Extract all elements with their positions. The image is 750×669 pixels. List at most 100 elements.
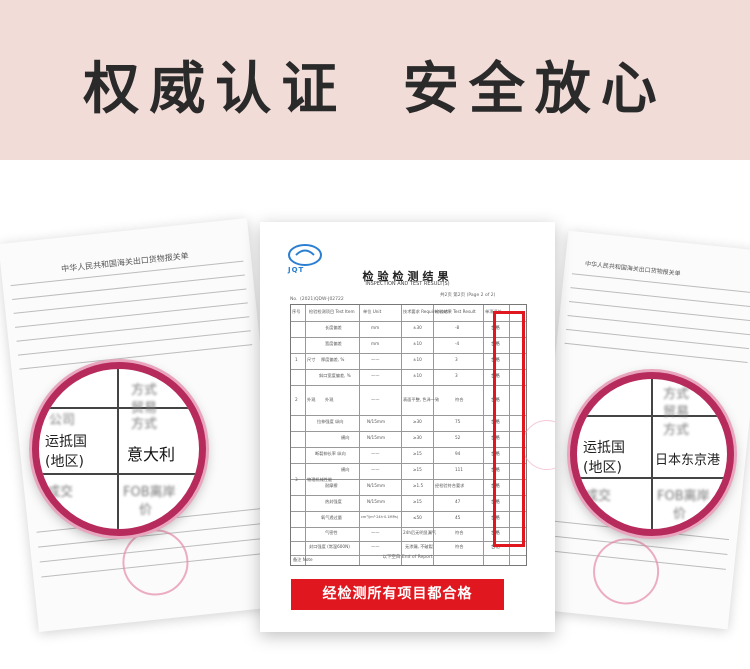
row-unit: —— [371, 530, 380, 535]
end-of-report: 以下空白 End of Report [382, 555, 433, 560]
inspection-report: JQT 检验检测结果 INSPECTION AND TEST RESULT(S)… [260, 222, 555, 632]
note-label: 备注 Note [293, 557, 313, 562]
lens-blur-text: 贸易 [131, 401, 158, 416]
row-req: ±30 [413, 325, 422, 330]
row-req: ≥15 [413, 467, 422, 472]
row-req: ≥15 [413, 451, 422, 456]
lens-blur-text: 方式 [131, 383, 158, 398]
lens-value-country: 意大利 [127, 445, 176, 464]
all-passed-banner: 经检测所有项目都合格 [291, 579, 504, 610]
header-banner: 权威认证 安全放心 [0, 0, 750, 160]
row-unit: —— [371, 397, 380, 402]
row-unit: —— [371, 451, 380, 456]
row-eval: 合格 [491, 545, 500, 550]
results-table: 序号 检验检测项目 Test Item 单位 Unit 技术要求 Require… [290, 304, 527, 566]
row-unit: N/15mm [367, 483, 386, 488]
row-item: 拉伸强度 纵向 [317, 419, 344, 424]
row-result: 3 [455, 373, 458, 378]
page-info: 共2页 第2页 (Page 2 of 2) [440, 293, 496, 298]
left-magnifier-lens: 方式 贸易 方式 公司 运抵国 (地区) 意大利 成交 FOB离岸 价 [32, 362, 206, 536]
row-result: 52 [455, 435, 461, 440]
row-result: 符合 [455, 544, 464, 549]
right-doc-header: 中华人民共和国海关出口货物报关单 [584, 260, 681, 278]
report-subtitle: INSPECTION AND TEST RESULT(S) [365, 281, 450, 287]
row-unit: —— [371, 357, 380, 362]
lens-blur-text: 公司 [49, 413, 76, 428]
row-item: 长度偏差 [325, 325, 342, 330]
lens-blur-text: 方式 [663, 423, 690, 438]
lens-blur-text: 成交 [585, 489, 612, 504]
group-label-1: 尺寸 [307, 357, 316, 362]
row-item: 厚度偏差, % [321, 357, 345, 362]
row-req: ≥30 [413, 435, 422, 440]
row-item: 封口强度 (常温600N) [309, 544, 350, 549]
row-item: 热封强度 [325, 499, 342, 504]
lens-blur-text: 方式 [131, 417, 158, 432]
col-header-no: 序号 [292, 309, 301, 314]
row-result: -8 [455, 325, 460, 330]
row-req: ≥30 [413, 419, 422, 424]
lens-blur-text: FOB离岸 [123, 485, 176, 500]
lens-blur-text: 价 [673, 507, 687, 522]
row-req: ≤50 [413, 515, 422, 520]
lens-blur-text: 成交 [47, 485, 74, 500]
right-magnifier-lens: 方式 贸易 方式 运抵国 (地区) 日本东京港 成交 FOB离岸 价 [570, 372, 734, 536]
row-item: 外观 [325, 397, 334, 402]
row-result: 符合 [455, 530, 464, 535]
col-header-item: 检验检测项目 Test Item [309, 309, 355, 314]
row-unit: mm [371, 325, 380, 330]
row-req: 表面平整, 色泽一致 [403, 397, 440, 402]
left-doc-header: 中华人民共和国海关出口货物报关单 [60, 251, 190, 274]
row-item: 横向 [341, 467, 350, 472]
row-result: 94 [455, 451, 461, 456]
row-req: ≥1.5 [413, 483, 424, 488]
row-result: 经检验符合要求 [435, 483, 465, 488]
group-label-3: 物理机械性能 [307, 477, 333, 482]
report-no-label: No. [290, 297, 298, 302]
row-unit: cm³/(m²·24h·0.1MPa) [361, 515, 399, 519]
group-no-3: 3 [295, 477, 298, 482]
row-item: 氧气透过量 [321, 515, 342, 520]
row-req: 无渗漏, 不破裂 [405, 544, 433, 549]
row-req: ±10 [413, 341, 422, 346]
report-title: 检验检测结果 [362, 270, 453, 283]
row-req: ±10 [413, 373, 422, 378]
row-result: 3 [455, 357, 458, 362]
row-result: 111 [455, 467, 463, 472]
row-result: 47 [455, 499, 461, 504]
lens-value-country: 日本东京港 [655, 453, 721, 468]
row-result: 符合 [455, 397, 464, 402]
row-req: ≥15 [413, 499, 422, 504]
lens-blur-text: FOB离岸 [657, 489, 710, 504]
row-unit: N/15mm [367, 435, 386, 440]
row-req: ±10 [413, 357, 422, 362]
logo-text: JQT [288, 266, 305, 274]
row-result: 75 [455, 419, 461, 424]
row-unit: N/15mm [367, 419, 386, 424]
lens-blur-text: 价 [139, 503, 153, 518]
jqt-logo-icon [288, 244, 322, 266]
lens-blur-text: 方式 [663, 387, 690, 402]
lens-label-country: 运抵国 [45, 434, 87, 450]
col-header-req: 技术要求 Requirement [403, 309, 449, 314]
pass-column-highlight [493, 311, 525, 547]
row-item: 断裂伸长率 纵向 [315, 451, 346, 456]
row-item: 斜口宽度偏差, % [319, 373, 351, 378]
row-result: 45 [455, 515, 461, 520]
row-item: 耐摩擦 [325, 483, 338, 488]
group-no-2: 2 [295, 397, 298, 402]
row-result: -4 [455, 341, 460, 346]
col-header-result: 检验结果 Test Result [435, 309, 476, 314]
group-no-1: 1 [295, 357, 298, 362]
row-item: 横向 [341, 435, 350, 440]
lens-label-region: (地区) [583, 460, 622, 476]
lens-label-region: (地区) [45, 454, 84, 470]
group-label-2: 外观 [307, 397, 316, 402]
row-unit: —— [371, 467, 380, 472]
row-unit: —— [371, 544, 380, 549]
row-item: 宽度偏差 [325, 341, 342, 346]
row-unit: N/15mm [367, 499, 386, 504]
banner-title: 权威认证 安全放心 [83, 57, 667, 122]
row-unit: —— [371, 373, 380, 378]
col-header-unit: 单位 Unit [363, 309, 382, 314]
